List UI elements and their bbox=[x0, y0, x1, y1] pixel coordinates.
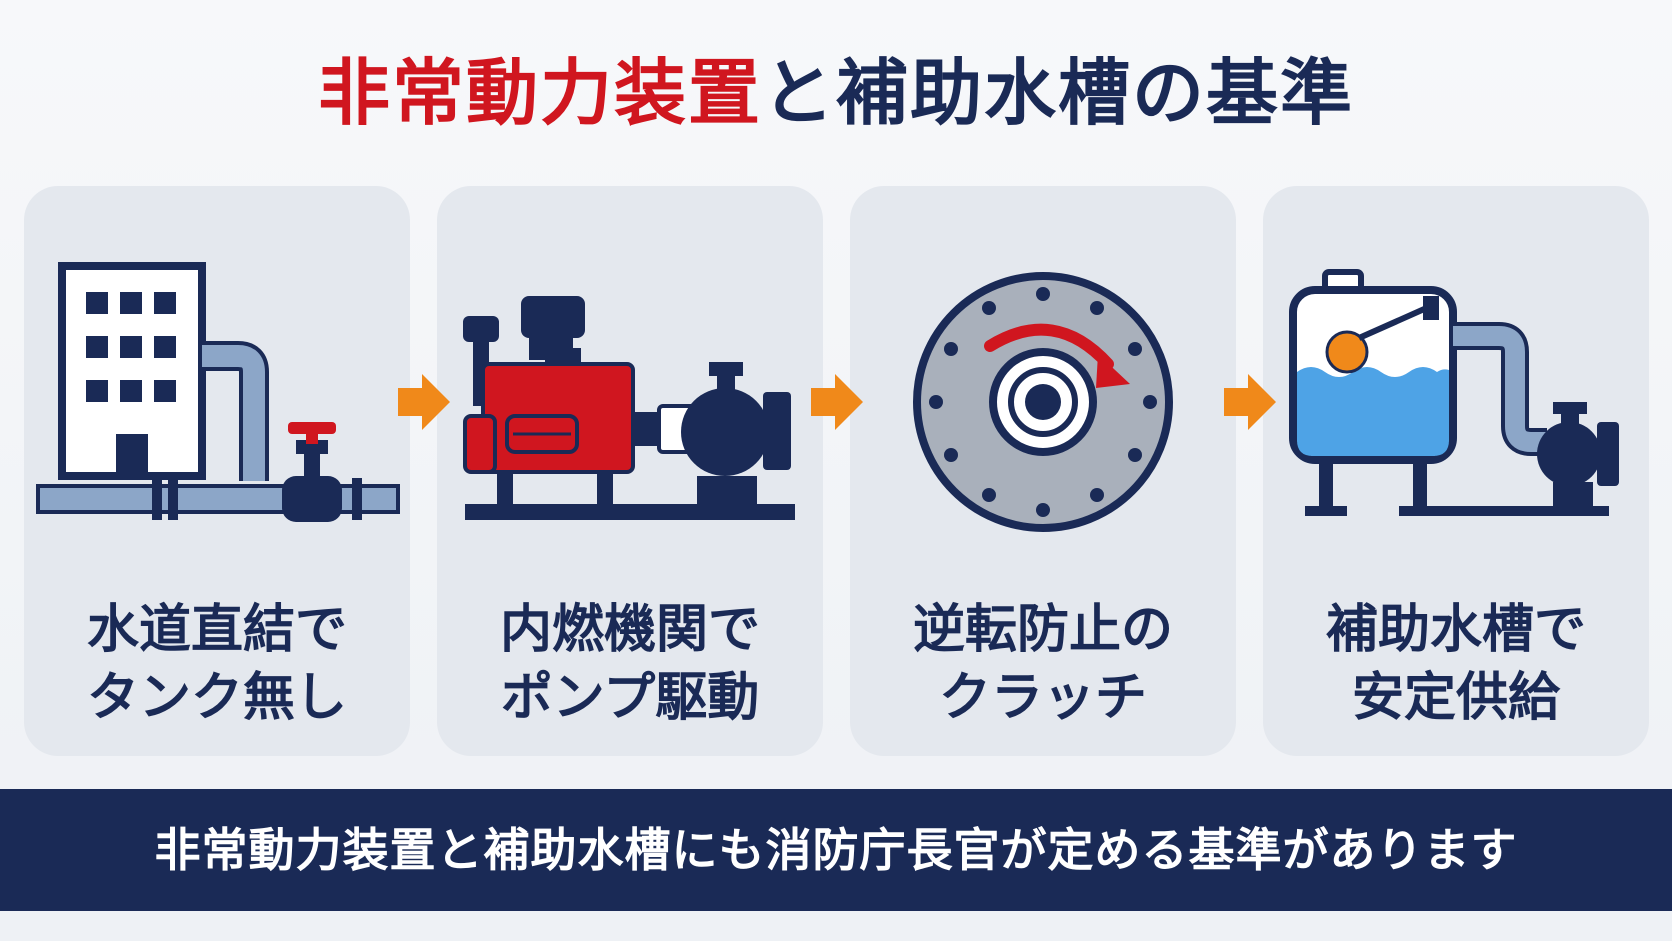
title-navy-part: と補助水槽の基準 bbox=[762, 51, 1355, 135]
arrow-right-icon bbox=[811, 374, 863, 430]
card-label-line1: 逆転防止の bbox=[912, 600, 1173, 660]
clutch-disc-with-arrow-icon bbox=[913, 272, 1173, 532]
footer-banner: 非常動力装置と補助水槽にも消防庁長官が定める基準があります bbox=[0, 789, 1672, 911]
banner-text: 非常動力装置と補助水槽にも消防庁長官が定める基準があります bbox=[154, 823, 1518, 877]
card-label-line1: 水道直結で bbox=[86, 600, 347, 660]
card-label: 逆転防止の クラッチ bbox=[850, 596, 1236, 732]
card-direct-water: 水道直結で タンク無し bbox=[24, 186, 410, 756]
card-water-tank: 補助水槽で 安定供給 bbox=[1263, 186, 1649, 756]
card-label-line2: ポンプ駆動 bbox=[500, 668, 760, 728]
title-red-part: 非常動力装置 bbox=[317, 51, 762, 135]
card-label: 水道直結で タンク無し bbox=[24, 596, 410, 732]
building-with-pipe-and-valve-icon bbox=[36, 262, 400, 522]
engine-driven-pump-icon bbox=[463, 296, 795, 520]
card-engine-pump: 内燃機関で ポンプ駆動 bbox=[437, 186, 823, 756]
page-title: 非常動力装置と補助水槽の基準 bbox=[0, 48, 1672, 138]
card-clutch: 逆転防止の クラッチ bbox=[850, 186, 1236, 756]
arrow-right-icon bbox=[1224, 374, 1276, 430]
arrow-right-icon bbox=[398, 374, 450, 430]
card-label: 内燃機関で ポンプ駆動 bbox=[437, 596, 823, 732]
card-label-line1: 補助水槽で bbox=[1325, 600, 1586, 660]
auxiliary-water-tank-icon bbox=[1289, 269, 1619, 516]
card-label-line1: 内燃機関で bbox=[499, 600, 760, 660]
card-label-line2: 安定供給 bbox=[1351, 668, 1560, 728]
card-label: 補助水槽で 安定供給 bbox=[1263, 596, 1649, 732]
card-label-line2: クラッチ bbox=[938, 668, 1147, 728]
card-label-line2: タンク無し bbox=[86, 668, 347, 728]
